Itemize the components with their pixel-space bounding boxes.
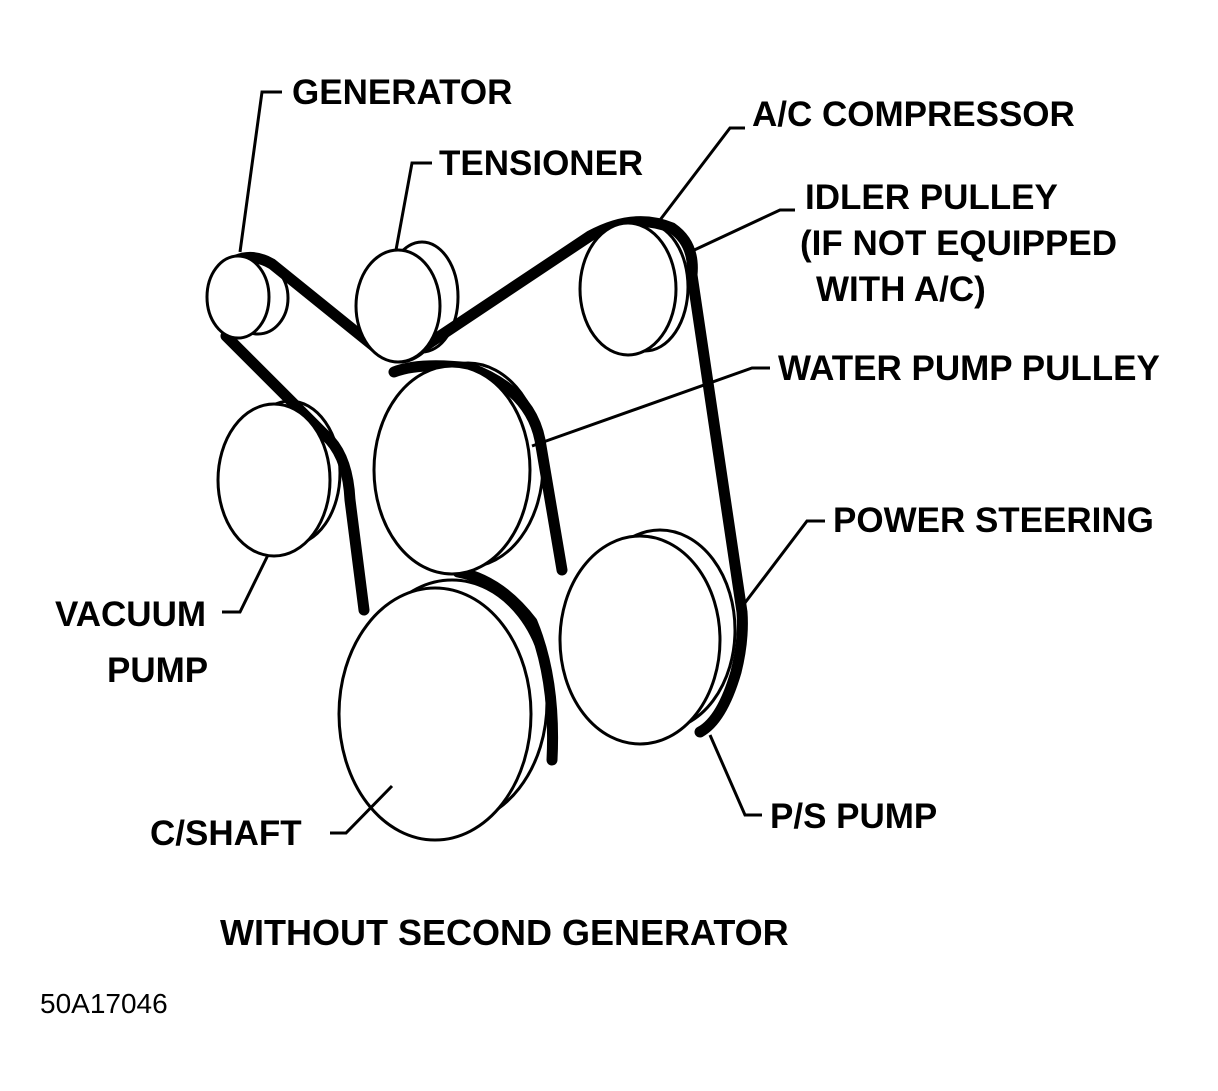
water-pump-pulley bbox=[372, 364, 532, 576]
ps-pump-leader bbox=[708, 734, 762, 817]
water-pump-pulley-label: WATER PUMP PULLEY bbox=[778, 349, 1160, 388]
tensioner-pulley bbox=[354, 248, 442, 364]
ac-compressor-label: A/C COMPRESSOR bbox=[752, 95, 1075, 134]
power-steering-leader bbox=[736, 519, 825, 613]
generator-leader bbox=[238, 90, 282, 253]
generator-pulley bbox=[205, 254, 271, 340]
crankshaft-leader bbox=[330, 784, 394, 835]
vacuum-pump-label-line1: VACUUM bbox=[55, 595, 207, 634]
tensioner-label: TENSIONER bbox=[439, 144, 644, 183]
idler-pulley-label-line3: WITH A/C) bbox=[816, 270, 986, 309]
idler-pulley-leader bbox=[689, 208, 795, 254]
crankshaft-label: C/SHAFT bbox=[150, 814, 302, 853]
vacuum-pump-leader bbox=[222, 554, 270, 614]
diagram-caption: WITHOUT SECOND GENERATOR bbox=[220, 912, 789, 953]
idler-pulley-label-line1: IDLER PULLEY bbox=[805, 178, 1058, 217]
idler-pulley-label-line2: (IF NOT EQUIPPED bbox=[800, 224, 1117, 263]
vacuum-pump-pulley bbox=[216, 402, 332, 558]
ac-compressor-leader bbox=[658, 126, 745, 221]
tensioner-leader bbox=[394, 161, 432, 251]
vacuum-pump-label-line2: PUMP bbox=[107, 651, 209, 690]
figure-code: 50A17046 bbox=[40, 988, 168, 1019]
generator-label: GENERATOR bbox=[292, 73, 513, 112]
ac-compressor-pulley bbox=[578, 221, 678, 357]
crankshaft-pulley bbox=[337, 586, 533, 842]
power-steering-label: POWER STEERING bbox=[833, 501, 1154, 540]
ps-pump-pulley bbox=[558, 534, 722, 746]
ps-pump-label: P/S PUMP bbox=[770, 797, 938, 836]
water-pump-leader bbox=[531, 366, 770, 448]
